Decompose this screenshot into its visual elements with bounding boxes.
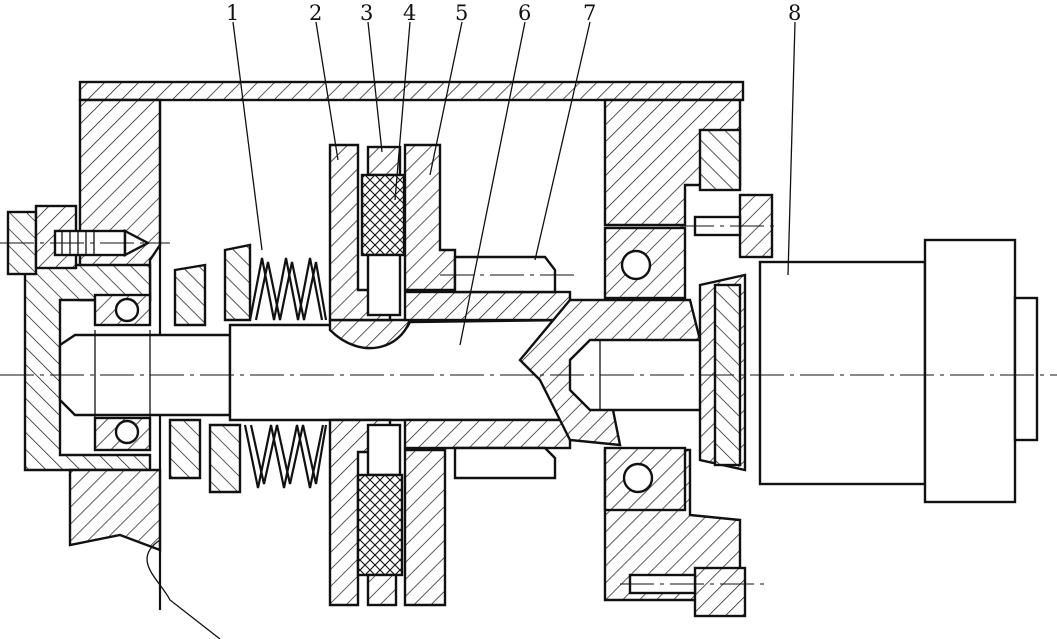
part-label-8: 8	[788, 1, 801, 25]
guide-pin-lower	[453, 446, 557, 480]
part-label-1: 1	[226, 1, 239, 25]
pressure-plate-lower	[328, 418, 392, 607]
central-shaft	[228, 318, 572, 422]
right-bolt-upper	[680, 193, 780, 259]
part-label-7: 7	[583, 1, 596, 25]
left-bearing-lower	[93, 416, 152, 452]
left-bolt	[0, 204, 170, 276]
spring-upper	[173, 243, 328, 327]
motor-body	[758, 238, 1039, 504]
driven-plate-upper	[403, 143, 457, 292]
sliding-sleeve	[403, 290, 572, 450]
spring-lower	[168, 418, 328, 494]
guide-pin-upper	[440, 255, 575, 294]
housing-top-cover	[78, 80, 745, 102]
leader-lines	[232, 21, 796, 346]
driven-plate-lower	[403, 448, 447, 607]
left-bearing-upper	[93, 293, 152, 327]
friction-disc-upper	[360, 145, 406, 317]
part-label-4: 4	[403, 1, 416, 25]
right-bearing-upper	[603, 226, 687, 300]
part-label-6: 6	[518, 1, 531, 25]
right-bolt-lower	[620, 566, 770, 618]
right-bearing-lower	[603, 446, 687, 512]
friction-disc-lower	[356, 423, 404, 607]
part-label-5: 5	[455, 1, 468, 25]
part-label-2: 2	[309, 1, 322, 25]
right-flange	[698, 273, 747, 472]
part-label-3: 3	[360, 1, 373, 25]
